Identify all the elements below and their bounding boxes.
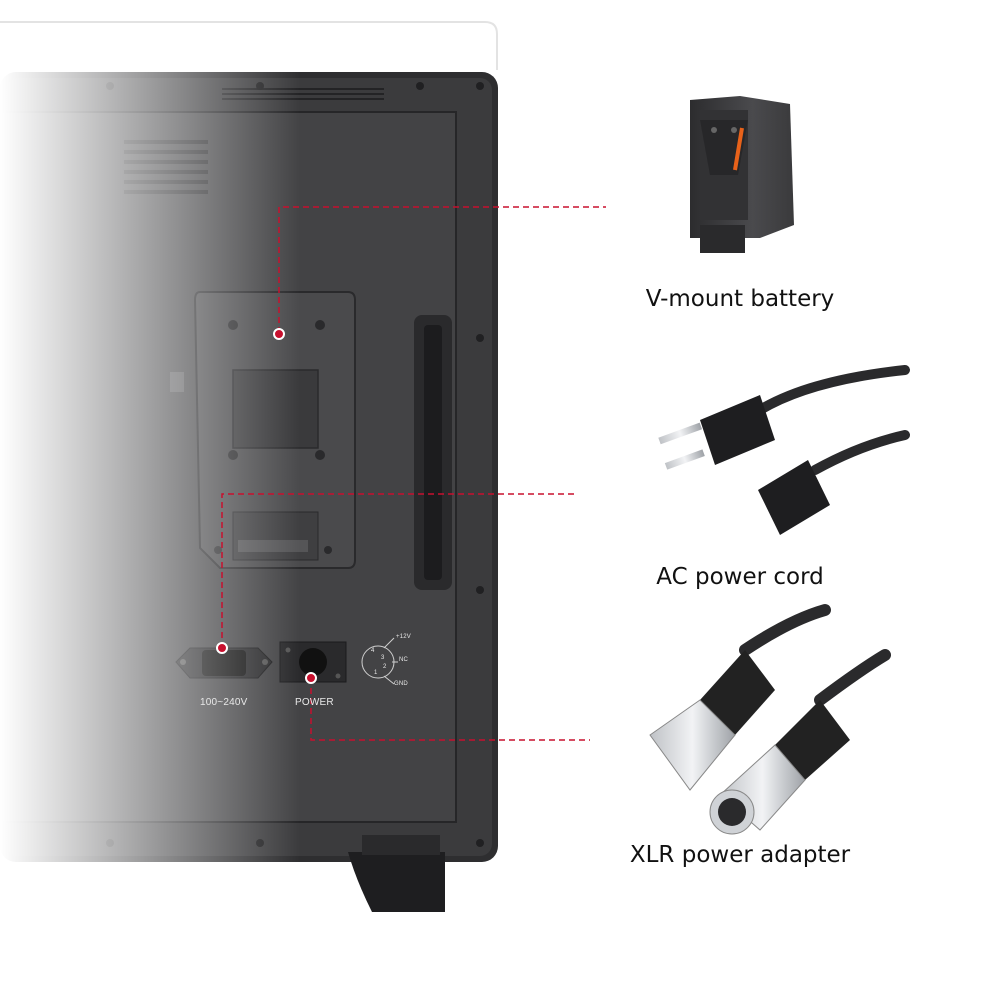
stand-foot	[348, 835, 445, 912]
pin-label-12v: +12V	[396, 634, 411, 640]
callout-ac	[221, 493, 577, 648]
pin-number-2: 2	[383, 664, 387, 670]
xlr-power-label: POWER	[295, 697, 334, 708]
pin-number-4: 4	[371, 648, 375, 654]
xlr-power-adapter-label: XLR power adapter	[629, 842, 851, 868]
ac-power-cord-label: AC power cord	[656, 564, 824, 590]
top-vent	[222, 88, 384, 100]
pin-number-3: 3	[381, 655, 385, 661]
vmount-battery-image	[690, 96, 794, 253]
callout-xlr	[310, 678, 590, 741]
side-handle	[414, 315, 452, 590]
ac-input-voltage-label: 100~240V	[200, 697, 248, 708]
v-mount-battery-label: V-mount battery	[645, 286, 835, 312]
pinout-diagram	[361, 637, 398, 685]
pin-label-nc: NC	[399, 657, 409, 663]
callout-battery	[278, 206, 606, 333]
ac-cord-image	[658, 365, 910, 535]
pin-number-1: 1	[374, 670, 378, 676]
callout-dots	[216, 328, 317, 684]
pin-label-gnd: GND	[394, 681, 408, 687]
fade-overlay	[0, 60, 300, 880]
xlr-adapter-image	[649, 604, 891, 835]
